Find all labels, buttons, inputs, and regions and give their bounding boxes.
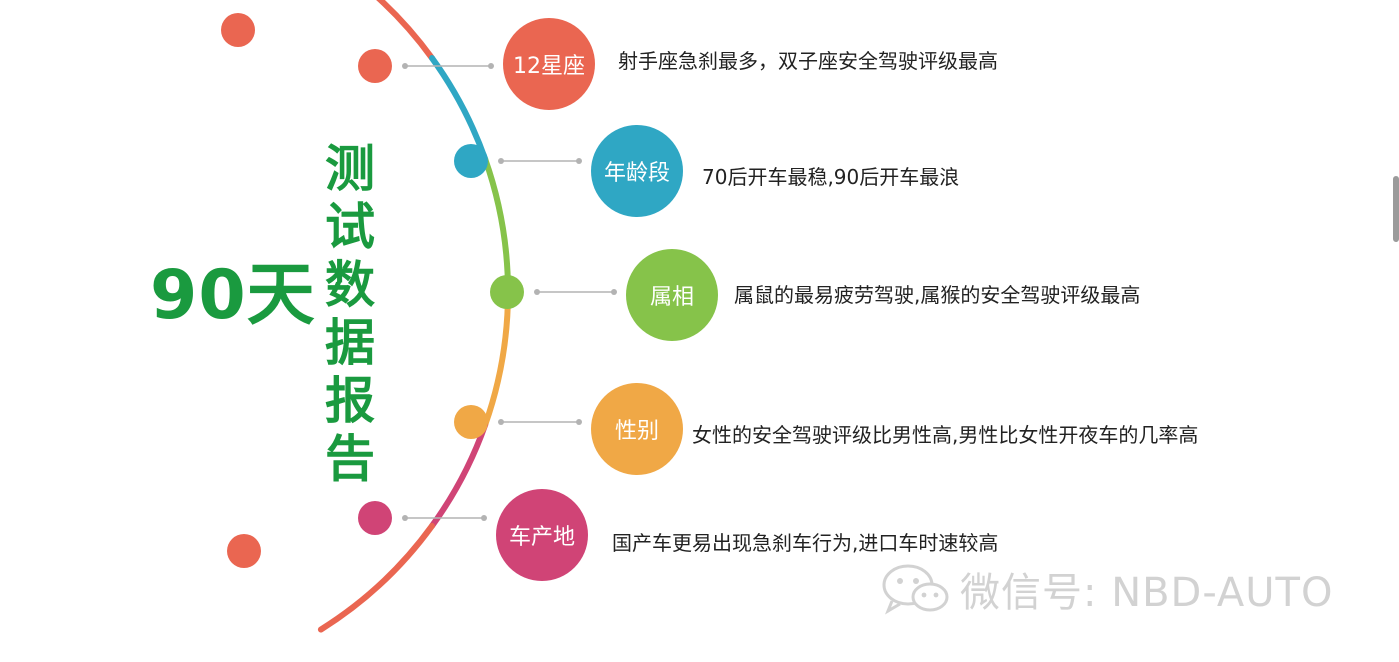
report-title-char: 试 — [325, 198, 375, 256]
connector-dot — [402, 63, 408, 69]
arc-node-gender — [454, 405, 488, 439]
arc-node-age — [454, 144, 488, 178]
arc-segment — [428, 55, 489, 163]
scrollbar[interactable] — [1393, 176, 1399, 242]
topic-description-origin: 国产车更易出现急刹车行为,进口车时速较高 — [612, 531, 999, 555]
topic-circle-age: 年龄段 — [591, 125, 683, 217]
connector-dot — [534, 289, 540, 295]
topic-description-gender: 女性的安全驾驶评级比男性高,男性比女性开夜车的几率高 — [692, 423, 1199, 447]
report-title-char: 告 — [325, 430, 375, 488]
arc-segment — [428, 421, 489, 529]
arc-node-origin — [358, 501, 392, 535]
connector-dot — [611, 289, 617, 295]
report-title-char: 测 — [325, 140, 375, 198]
report-title-char: 报 — [325, 372, 375, 430]
connector-dot — [402, 515, 408, 521]
arc-node-zodiac — [490, 275, 524, 309]
arc-segment — [317, 522, 435, 633]
days-label: 90天 — [150, 256, 316, 335]
topic-circle-constellation: 12星座 — [503, 18, 595, 110]
connector-dot — [576, 158, 582, 164]
report-title-char: 数 — [325, 256, 375, 314]
topic-circle-gender: 性别 — [591, 383, 683, 475]
topic-description-zodiac: 属鼠的最易疲劳驾驶,属猴的安全驾驶评级最高 — [734, 283, 1141, 307]
arc-end-dot — [227, 534, 261, 568]
report-title: 测 试 数 据 报 告 — [322, 140, 378, 488]
connector-dot — [498, 419, 504, 425]
topic-circle-zodiac: 属相 — [626, 249, 718, 341]
arc-segment — [375, 0, 435, 62]
watermark: 微信号: NBD-AUTO — [880, 560, 1333, 618]
arc-node-constellation — [358, 49, 392, 83]
topic-circle-origin: 车产地 — [496, 489, 588, 581]
topic-description-constellation: 射手座急刹最多，双子座安全驾驶评级最高 — [618, 49, 998, 73]
connectors — [402, 63, 617, 521]
arc-end-dot — [221, 13, 255, 47]
wechat-icon — [882, 564, 949, 615]
connector-dot — [488, 63, 494, 69]
connector-dot — [481, 515, 487, 521]
report-title-char: 据 — [325, 314, 375, 372]
watermark-text: 微信号: NBD-AUTO — [960, 570, 1334, 616]
arc-segment — [482, 156, 511, 295]
connector-dot — [498, 158, 504, 164]
arc-segment — [482, 289, 511, 428]
connector-dot — [576, 419, 582, 425]
topic-description-age: 70后开车最稳,90后开车最浪 — [702, 165, 960, 189]
arc-nodes — [221, 13, 524, 568]
